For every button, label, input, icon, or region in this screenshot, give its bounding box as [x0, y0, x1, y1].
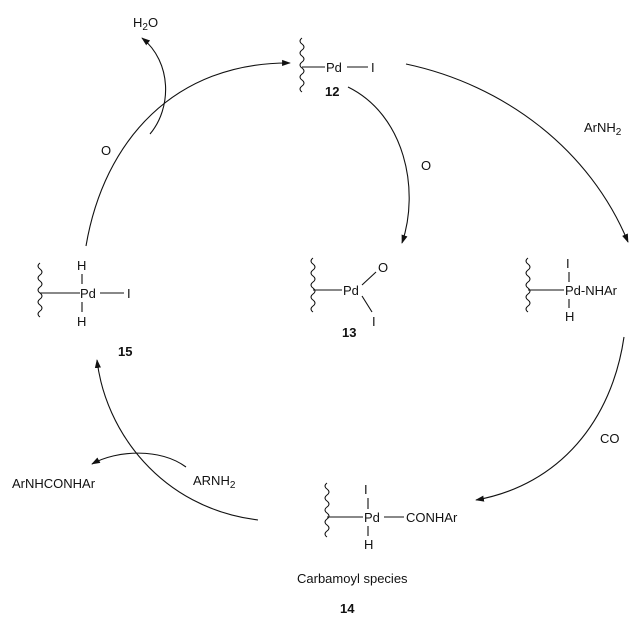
- iodide-ligand-amido: I: [566, 256, 570, 271]
- pd-o-bond-13: [361, 271, 377, 286]
- pd-atom-12: Pd: [326, 60, 342, 75]
- iodide-ligand-12: I: [371, 60, 375, 75]
- compound-12: Pd I 12: [299, 37, 375, 99]
- oxygen-center-label: O: [421, 158, 431, 173]
- iodide-ligand-15: I: [127, 286, 131, 301]
- carbamoyl-species-caption: Carbamoyl species: [297, 571, 408, 586]
- compound-14: I Pd CONHAr H Carbamoyl species 14: [297, 482, 458, 616]
- arrow-amido-to-14: [475, 336, 625, 502]
- arrow-14-to-15: [94, 359, 259, 521]
- compound-number-12: 12: [325, 84, 339, 99]
- compound-number-13: 13: [342, 325, 356, 340]
- pd-atom-15: Pd: [80, 286, 96, 301]
- hydride-bottom-ligand-15: H: [77, 314, 86, 329]
- pd-nhar-group: Pd-NHAr: [565, 283, 618, 298]
- arnh2-right-label: ArNH2: [584, 120, 622, 138]
- iodide-ligand-13: I: [372, 314, 376, 329]
- arrow-12-to-13: [347, 86, 410, 244]
- compound-15: H Pd I H 15: [37, 258, 132, 359]
- support-wavy-line-15: [37, 262, 43, 318]
- arrow-urea-release: [91, 452, 187, 468]
- oxygen-left-label: O: [101, 143, 111, 158]
- carbamoyl-group-14: CONHAr: [406, 510, 458, 525]
- pd-atom-13: Pd: [343, 283, 359, 298]
- hydride-top-ligand-15: H: [77, 258, 86, 273]
- compound-number-15: 15: [118, 344, 132, 359]
- support-wavy-line-14: [324, 482, 330, 538]
- pd-atom-14: Pd: [364, 510, 380, 525]
- compound-number-14: 14: [340, 601, 355, 616]
- support-wavy-line-amido: [525, 257, 531, 313]
- arrow-water-release: [141, 37, 167, 135]
- arrow-15-to-12: [85, 59, 291, 247]
- co-label: CO: [600, 431, 620, 446]
- hydride-ligand-14: H: [364, 537, 373, 552]
- arnh2-left-label: ARNH2: [193, 473, 236, 491]
- pd-i-bond-13: [361, 295, 373, 313]
- water-label: H2O: [133, 15, 158, 33]
- support-wavy-line-12: [299, 37, 305, 93]
- arrow-12-to-amido: [405, 63, 629, 243]
- hydride-ligand-amido: H: [565, 309, 574, 324]
- oxygen-ligand-13: O: [378, 260, 388, 275]
- iodide-ligand-14: I: [364, 482, 368, 497]
- support-wavy-line-13: [310, 257, 316, 313]
- compound-hydrido-amido-pd: I Pd-NHAr H: [525, 256, 618, 324]
- compound-13: Pd O I 13: [310, 257, 388, 340]
- urea-product-label: ArNHCONHAr: [12, 476, 96, 491]
